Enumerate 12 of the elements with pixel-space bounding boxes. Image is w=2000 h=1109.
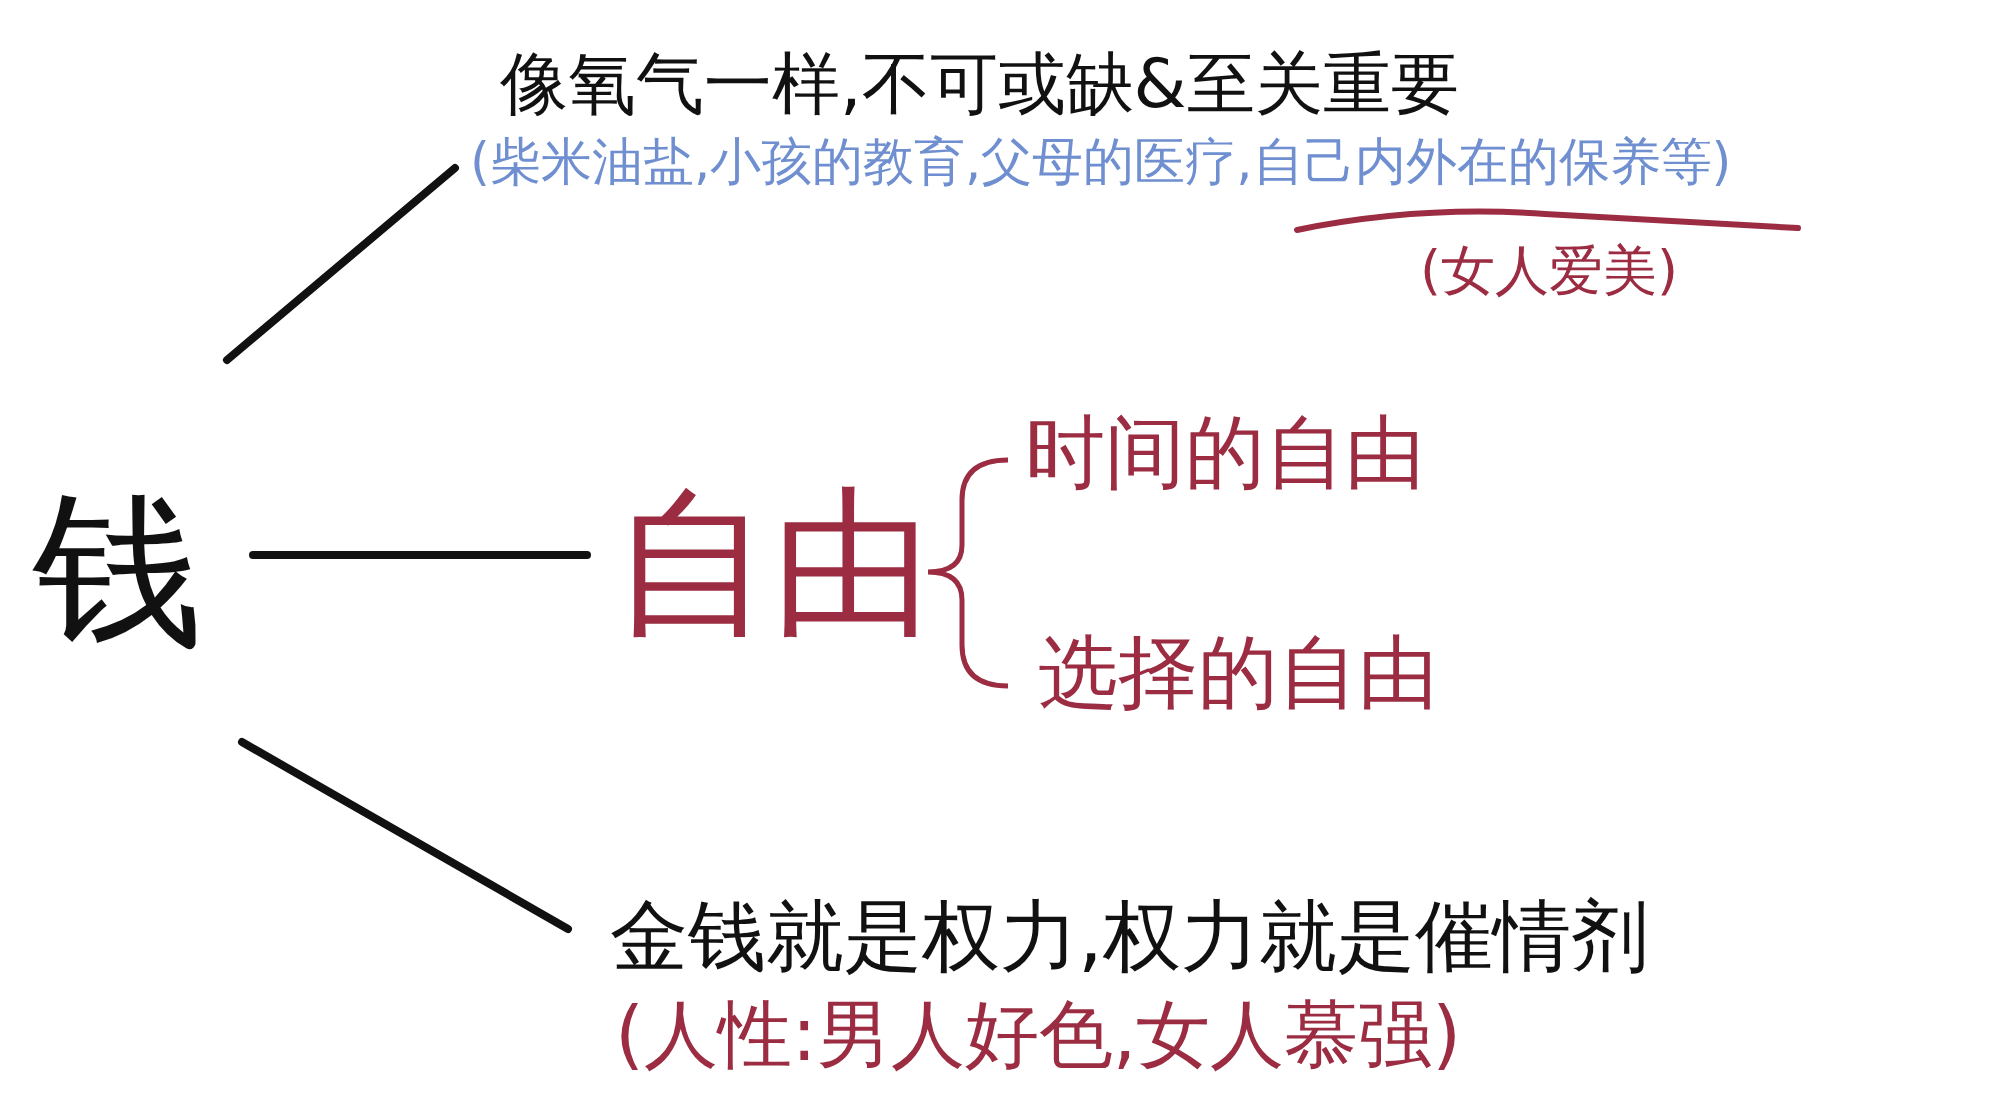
main-character: 钱 — [28, 475, 208, 665]
statement-text: 金钱就是权力,权力就是催情剂 — [610, 892, 1650, 982]
connector-line — [223, 164, 459, 364]
note-text: (人性:男人好色,女人慕强) — [615, 991, 1463, 1077]
branch-text: 选择的自由 — [1030, 628, 1445, 718]
heading-text: 像氧气一样,不可或缺&至关重要 — [500, 45, 1460, 124]
annotation-text: (女人爱美) — [1420, 244, 1679, 298]
connector-line — [249, 551, 591, 559]
note-text: (柴米油盐,小孩的教育,父母的医疗,自己内外在的保养等) — [470, 133, 1733, 192]
branch-text: 时间的自由 — [1025, 410, 1425, 495]
connector-line — [238, 738, 572, 933]
big-word: 自由 — [622, 470, 922, 655]
